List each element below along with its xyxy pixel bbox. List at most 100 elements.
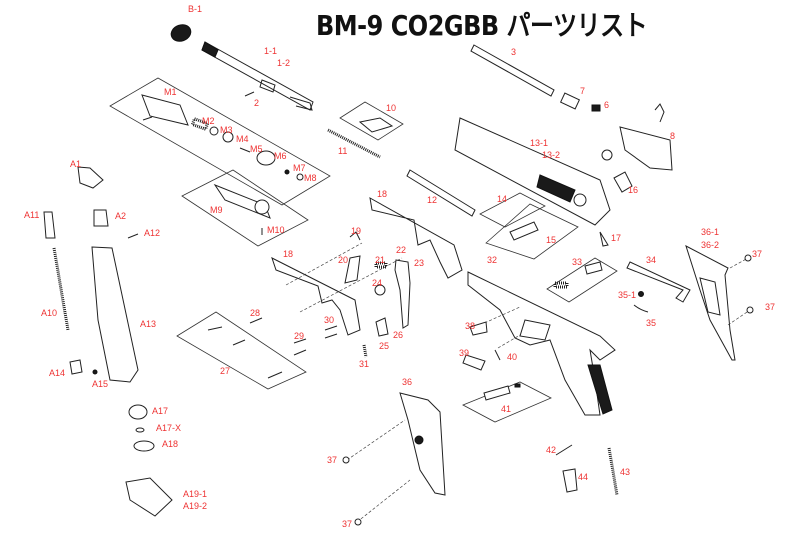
label-A13: A13 xyxy=(140,319,157,329)
label-A17: A17 xyxy=(152,406,169,416)
label-6: 6 xyxy=(604,100,610,110)
label-23: 23 xyxy=(414,258,425,268)
label-25: 25 xyxy=(379,341,390,351)
label-36-left: 36 xyxy=(402,377,413,387)
label-M8: M8 xyxy=(304,173,317,183)
label-21: 21 xyxy=(375,255,386,265)
part-17-drawing xyxy=(599,231,609,247)
label-31: 31 xyxy=(359,359,370,369)
label-17: 17 xyxy=(611,233,622,243)
label-A18: A18 xyxy=(162,439,179,449)
part-3-drawing xyxy=(470,44,665,123)
part-44-drawing xyxy=(562,468,578,493)
label-26: 26 xyxy=(393,330,404,340)
slide-stop-box xyxy=(546,257,618,303)
label-M1: M1 xyxy=(164,87,177,97)
label-14: 14 xyxy=(497,194,508,204)
label-M9: M9 xyxy=(210,205,223,215)
part-12-drawing xyxy=(406,169,476,217)
label-A12: A12 xyxy=(144,228,161,238)
label-3: 3 xyxy=(511,47,517,57)
label-28: 28 xyxy=(250,308,261,318)
label-10: 10 xyxy=(386,103,397,113)
label-33: 33 xyxy=(572,257,583,267)
label-A15: A15 xyxy=(92,379,109,389)
label-M4: M4 xyxy=(236,134,249,144)
label-M2: M2 xyxy=(202,116,215,126)
label-44: 44 xyxy=(578,472,589,482)
label-20: 20 xyxy=(338,255,349,265)
label-37-left-top: 37 xyxy=(327,455,338,465)
part-43-drawing xyxy=(607,447,619,496)
label-32: 32 xyxy=(487,255,498,265)
label-41: 41 xyxy=(501,404,512,414)
label-35-1: 35-1 xyxy=(618,290,637,300)
label-A14: A14 xyxy=(49,368,66,378)
label-42: 42 xyxy=(546,445,557,455)
label-A11: A11 xyxy=(24,210,40,220)
label-15: 15 xyxy=(546,235,557,245)
part-36-left-drawing xyxy=(342,392,446,526)
part-35-drawing xyxy=(633,304,649,313)
label-B-1: B-1 xyxy=(188,4,203,14)
label-36-2: 36-2 xyxy=(701,240,720,250)
label-1-2: 1-2 xyxy=(277,58,291,68)
label-M5: M5 xyxy=(250,144,263,154)
magazine-valve-box xyxy=(109,77,331,206)
trigger-group-drawing xyxy=(344,231,411,358)
label-27: 27 xyxy=(220,366,231,376)
label-39: 39 xyxy=(459,348,470,358)
label-18-left: 18 xyxy=(283,249,294,259)
label-43: 43 xyxy=(620,467,631,477)
label-34: 34 xyxy=(646,255,657,265)
label-37-left-bottom: 37 xyxy=(342,519,353,529)
label-A10: A10 xyxy=(41,308,58,318)
label-A17-X: A17-X xyxy=(156,423,182,433)
label-37-right-bottom: 37 xyxy=(765,302,776,312)
label-A19-2: A19-2 xyxy=(183,501,208,511)
label-19: 19 xyxy=(351,226,362,236)
part-42-drawing xyxy=(555,444,573,456)
label-29: 29 xyxy=(294,331,305,341)
page-title: BM-9 CO2GBB パーツリスト xyxy=(316,9,648,43)
part-39-drawing xyxy=(462,354,486,371)
part-36-1-drawing xyxy=(685,244,754,361)
part-11-drawing xyxy=(327,128,381,159)
magazine-parts-drawing xyxy=(43,166,173,517)
label-18-right: 18 xyxy=(377,189,388,199)
label-7: 7 xyxy=(580,86,586,96)
label-M3: M3 xyxy=(220,125,233,135)
label-13-2: 13-2 xyxy=(542,150,561,160)
part-8-drawing xyxy=(601,126,673,193)
label-16: 16 xyxy=(628,185,639,195)
label-13-1: 13-1 xyxy=(530,138,549,148)
label-40: 40 xyxy=(507,352,518,362)
label-38: 38 xyxy=(465,321,476,331)
label-37-right-top: 37 xyxy=(752,249,763,259)
label-24: 24 xyxy=(372,278,383,288)
part-1-drawing xyxy=(201,41,314,111)
part-32-drawing xyxy=(467,271,616,416)
label-A1: A1 xyxy=(70,159,82,169)
part-40-drawing xyxy=(494,349,501,361)
label-35: 35 xyxy=(646,318,657,328)
label-2: 2 xyxy=(254,98,260,108)
part-34-drawing xyxy=(626,261,691,303)
label-30: 30 xyxy=(324,315,335,325)
part-35-1-drawing xyxy=(638,291,644,297)
label-8: 8 xyxy=(670,131,676,141)
label-12: 12 xyxy=(427,195,438,205)
label-A2: A2 xyxy=(115,211,127,221)
locking-block-box xyxy=(339,101,404,141)
label-M6: M6 xyxy=(274,151,287,161)
label-22: 22 xyxy=(396,245,407,255)
part-18-right-drawing xyxy=(369,197,463,279)
mag-release-box xyxy=(462,381,552,423)
part-13-drawing xyxy=(454,117,611,226)
feed-lip-box xyxy=(181,169,309,247)
part-38-drawing xyxy=(469,321,488,336)
label-M7: M7 xyxy=(293,163,306,173)
label-36-1: 36-1 xyxy=(701,227,720,237)
part-B-1-drawing xyxy=(170,24,192,42)
